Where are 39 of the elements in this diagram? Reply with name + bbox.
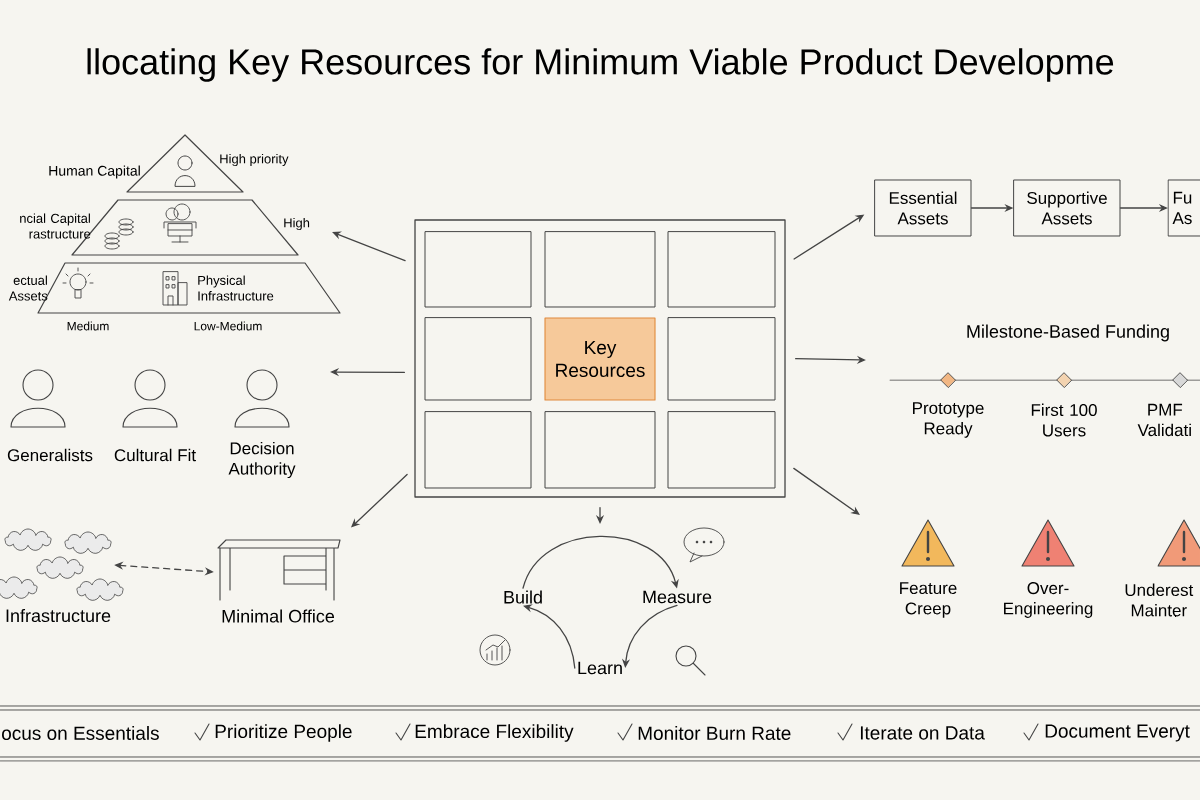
warning-label: Underest Mainter [1125, 583, 1194, 617]
priority-label: High [284, 217, 310, 231]
process-box: Supportive Assets [1013, 179, 1121, 237]
milestone-label: PMF Validati [1137, 403, 1191, 437]
cloud-group: Infrastructure [6, 608, 111, 623]
warning-label: Feature Creep [900, 582, 957, 618]
person-caption: Generalists [7, 448, 93, 462]
priority-label: Low-Medium [194, 321, 262, 331]
checklist-item: Document Everyt [1045, 724, 1190, 742]
tier-label: Human Capital [49, 165, 140, 179]
process-box: Fu As [1168, 179, 1200, 237]
checklist-item: Embrace Flexibility [415, 724, 574, 742]
title: llocating Key Resources for Minimum Viable Product Developme [87, 48, 1114, 82]
priority-label: Medium [67, 321, 109, 331]
desk: Minimal Office [222, 609, 335, 623]
milestone-label: Prototype Ready [913, 402, 984, 438]
arrow [522, 535, 679, 589]
milestone-label: First 100 Users [1031, 403, 1097, 437]
person-caption: Cultural Fit [114, 448, 196, 462]
section-heading: Milestone-Based Funding [967, 324, 1169, 342]
tier-label: ectual Assets [8, 275, 48, 301]
arrow [523, 604, 576, 669]
cycle-step: Learn [578, 661, 622, 675]
arrow [332, 231, 406, 262]
checklist-item: Prioritize People [215, 724, 352, 742]
tier-label: Physical Infrastructure [198, 275, 274, 301]
resource-grid [414, 219, 786, 498]
checklist-item: ocus on Essentials [2, 726, 159, 740]
process-box: Essential Assets [874, 179, 972, 237]
cycle-step: Build [504, 590, 542, 604]
checklist-item: Iterate on Data [860, 726, 985, 740]
arrow [793, 467, 860, 515]
priority-label: High priority [220, 153, 289, 167]
person-caption: Decision Authority [228, 441, 296, 479]
warning-label: Over-Engineering [1004, 582, 1093, 618]
key-cell: Key Resources [544, 317, 656, 401]
checklist-item: Monitor Burn Rate [638, 726, 791, 740]
cycle-step: Measure [643, 590, 712, 604]
tier-label: ncial Capital rastructure [20, 213, 91, 239]
